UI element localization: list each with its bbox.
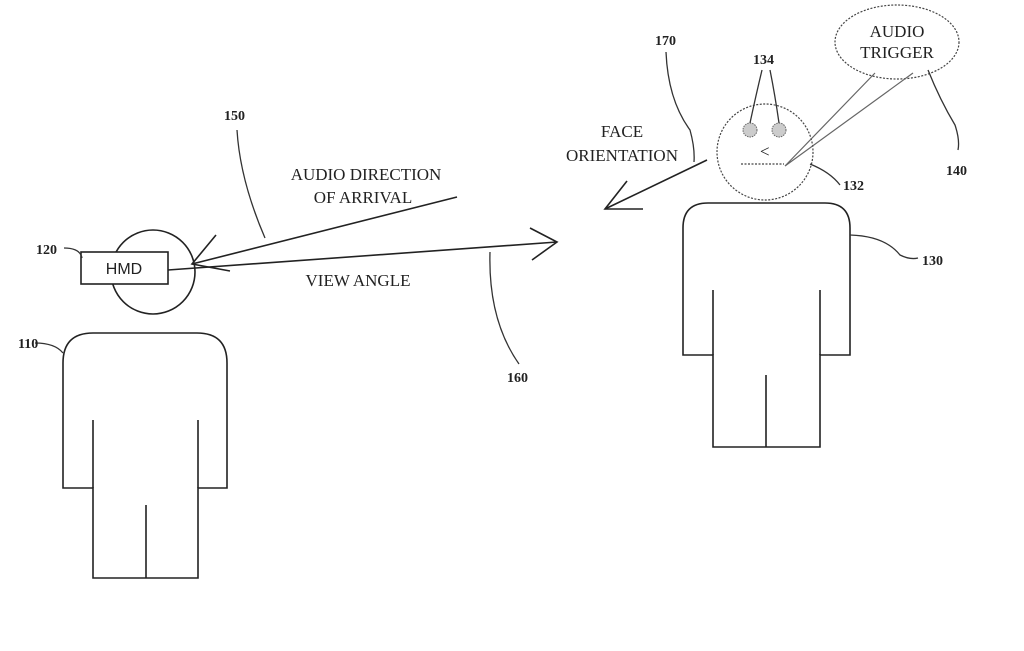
speaker-ear-right	[771, 122, 787, 138]
ref-132: 132	[843, 179, 864, 194]
audio-trigger-bubble: AUDIO TRIGGER	[784, 4, 960, 167]
audio-direction-label-2: OF ARRIVAL	[314, 188, 412, 207]
face-orientation-label-2: ORIENTATION	[566, 146, 678, 165]
audio-trigger-text-2: TRIGGER	[860, 43, 934, 62]
view-angle-label: VIEW ANGLE	[306, 271, 411, 290]
audio-trigger-text-1: AUDIO	[870, 22, 925, 41]
ref-150: 150	[224, 109, 245, 124]
audio-direction-arrow-150	[190, 196, 458, 272]
audio-direction-label-1: AUDIO DIRECTION	[291, 165, 442, 184]
view-angle-arrow-160	[167, 227, 559, 271]
speaker-head-132	[716, 103, 814, 201]
ref-170: 170	[655, 34, 676, 49]
ref-120: 120	[36, 243, 57, 258]
face-orientation-arrow-170	[603, 159, 708, 210]
speaker-body	[682, 202, 851, 448]
hmd-device	[80, 251, 169, 285]
speaker-figure-130: <	[682, 103, 851, 448]
hmd-label: HMD	[106, 261, 142, 278]
ref-140: 140	[946, 164, 967, 179]
leader-lines	[34, 51, 960, 365]
user-body	[62, 332, 228, 579]
ref-110: 110	[18, 337, 38, 352]
face-orientation-label-1: FACE	[601, 122, 643, 141]
audio-trigger-pointer	[784, 72, 914, 167]
user-figure-110: HMD	[62, 229, 228, 579]
speaker-nose: <	[760, 142, 770, 161]
speaker-ear-left	[742, 122, 758, 138]
ref-160: 160	[507, 371, 528, 386]
user-body-lines	[92, 420, 199, 578]
ref-130: 130	[922, 254, 943, 269]
ref-134: 134	[753, 53, 774, 68]
speaker-body-lines	[712, 290, 821, 447]
